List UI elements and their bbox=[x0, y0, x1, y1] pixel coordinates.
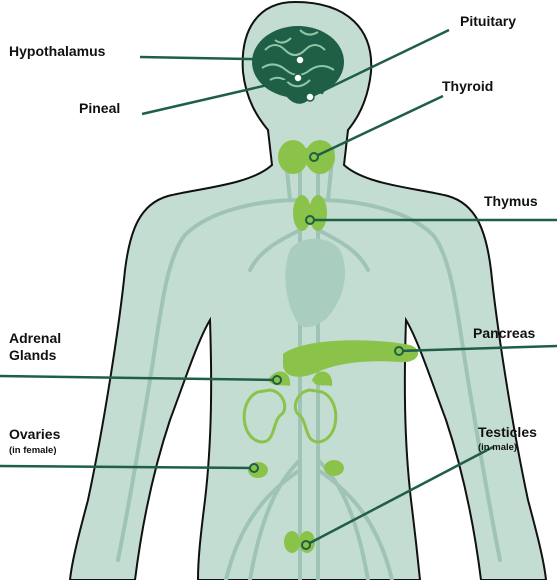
label-pancreas: Pancreas bbox=[473, 325, 535, 342]
label-testicles: Testicles bbox=[478, 424, 537, 441]
label-testicles-note: (in male) bbox=[478, 442, 517, 453]
label-pineal: Pineal bbox=[79, 100, 120, 117]
label-thyroid: Thyroid bbox=[442, 78, 493, 95]
label-adrenal-line1: Adrenal bbox=[9, 330, 61, 347]
label-pituitary: Pituitary bbox=[460, 13, 516, 30]
label-ovaries-note: (in female) bbox=[9, 445, 57, 456]
label-hypothalamus: Hypothalamus bbox=[9, 43, 105, 60]
label-adrenal-line2: Glands bbox=[9, 347, 56, 364]
label-thymus: Thymus bbox=[484, 193, 538, 210]
label-ovaries: Ovaries bbox=[9, 426, 60, 443]
